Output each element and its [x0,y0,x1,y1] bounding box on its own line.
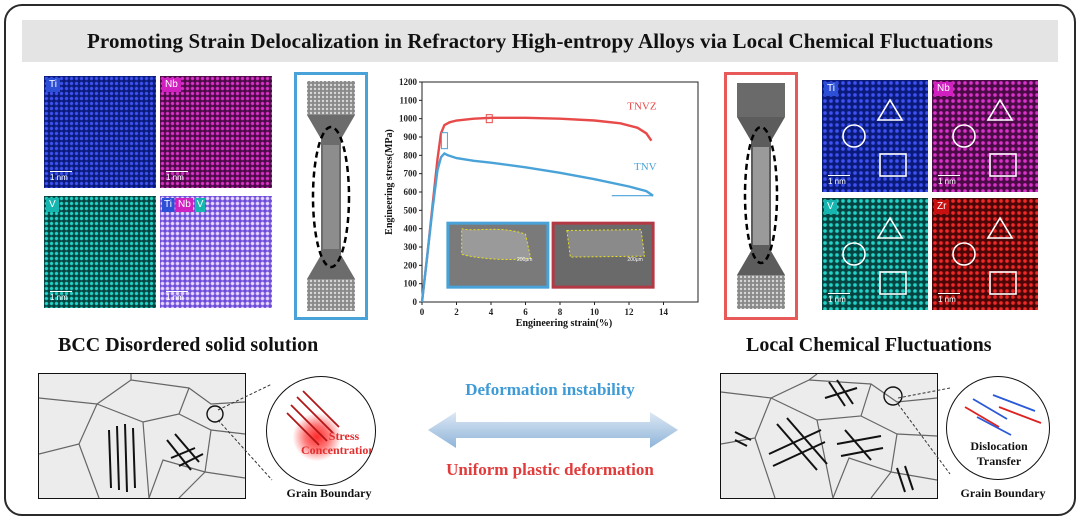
left-grain-drawing [38,374,246,499]
figure-title: Promoting Strain Delocalization in Refra… [86,29,994,53]
dislocation-callout: Dislocation Transfer [953,439,1045,469]
uniform-plastic-label: Uniform plastic deformation [446,460,654,479]
zr-map-right-markers [952,216,1017,295]
dislocation-callout-line2: Transfer [976,454,1022,468]
x-tick-label: 14 [659,307,669,317]
nb-map-left-label: Nb [162,78,181,92]
x-tick-label: 4 [489,307,494,317]
ti-map-left-label: Ti [46,78,60,92]
merged-v-label: V [194,198,206,212]
inset-scale-label: 200μm [517,257,532,263]
stress-strain-chart: 0100200300400500600700800900100011001200… [384,77,699,329]
right-grain-boundary-label: Grain Boundary [960,486,1046,500]
nb-map-right: Nb 1 nm [932,80,1038,192]
x-tick-label: 12 [625,307,635,317]
merged-map-left-scale: 1 nm [166,291,188,302]
v-map-right-markers [842,216,907,295]
left-zoom-lines [217,383,273,481]
tnv-fracture-outline [461,227,532,260]
tnvz-specimen-photo [724,72,798,320]
left-zoom-circle: Stress Concentration [266,376,376,486]
left-section-label: BCC Disordered solid solution [58,334,319,356]
nb-map-left: Nb 1 nm [160,76,272,188]
annotation-tnv: TNV [634,161,657,173]
right-grain-panel [720,373,938,499]
zr-map-right-scale: 1 nm [938,293,960,304]
annotation-tnvz: TNVZ [627,101,657,113]
inset-scale-label: 200μm [627,257,642,263]
y-tick-label: 800 [404,150,418,160]
tnvz-fracture-outline [566,229,646,258]
error-box-tnv [440,132,448,150]
v-map-left-label: V [46,198,59,212]
title-band [22,20,1058,62]
right-section-label: Local Chemical Fluctuations [746,334,992,356]
merged-ti-label: Ti [162,198,174,212]
series-line-tnv [420,152,654,303]
y-tick-label: 500 [404,205,418,215]
tnvz-specimen-drawing [737,83,785,309]
dislocation-callout-line1: Dislocation [970,439,1028,453]
ti-map-right-scale: 1 nm [828,175,850,186]
left-grain-panel [38,373,246,499]
y-tick-label: 1200 [399,77,418,87]
right-grain-drawing [720,373,938,499]
y-tick-label: 700 [404,169,418,179]
nb-map-right-label: Nb [934,82,953,96]
y-tick-label: 600 [404,187,418,197]
merged-map-left: Ti Nb V 1 nm [160,196,272,308]
ti-map-left-scale: 1 nm [50,171,72,182]
zr-map-right: Zr 1 nm [932,198,1038,310]
y-tick-label: 1000 [399,114,418,124]
ti-map-right: Ti 1 nm [822,80,928,192]
merged-map-labels: Ti Nb V [162,198,206,212]
x-tick-label: 8 [558,307,563,317]
v-map-right: V 1 nm [822,198,928,310]
dislocation-transfer-lines [964,394,1042,436]
y-tick-label: 400 [404,224,418,234]
nb-map-right-scale: 1 nm [938,175,960,186]
x-tick-label: 6 [523,307,528,317]
ti-map-right-label: Ti [824,82,838,96]
stress-callout: Stress Concentration [301,429,375,457]
left-grain-boundary-label: Grain Boundary [286,486,372,500]
v-map-left: V 1 nm [44,196,156,308]
stress-callout-line2: Concentration [301,443,375,457]
v-map-right-scale: 1 nm [828,293,850,304]
deformation-instability-label: Deformation instability [465,380,635,399]
nb-map-left-scale: 1 nm [166,171,188,182]
v-map-right-label: V [824,200,837,214]
y-tick-label: 900 [404,132,418,142]
stress-callout-line1: Stress [328,429,360,443]
merged-nb-label: Nb [175,198,193,212]
zr-map-right-label: Zr [934,200,950,214]
right-zoom-lines [898,387,951,475]
ti-map-right-markers [842,98,907,177]
y-tick-label: 200 [404,260,418,270]
x-tick-label: 2 [454,307,459,317]
tnv-specimen-photo [294,72,368,320]
tnv-specimen-drawing [307,81,355,311]
chart-xlabel: Engineering strain(%) [516,318,612,329]
y-tick-label: 100 [404,279,418,289]
ti-map-left: Ti 1 nm [44,76,156,188]
y-tick-label: 1100 [399,95,417,105]
x-tick-label: 0 [420,307,425,317]
right-zoom-circle: Dislocation Transfer [946,376,1050,480]
y-tick-label: 0 [413,297,418,307]
double-arrow [428,412,678,448]
chart-ylabel: Engineering stress(MPa) [384,129,395,235]
x-tick-label: 10 [590,307,600,317]
y-tick-label: 300 [404,242,418,252]
nb-map-right-markers [952,98,1017,177]
dislocation-pileup [286,390,340,446]
error-box-tnvz [485,114,493,124]
v-map-left-scale: 1 nm [50,291,72,302]
